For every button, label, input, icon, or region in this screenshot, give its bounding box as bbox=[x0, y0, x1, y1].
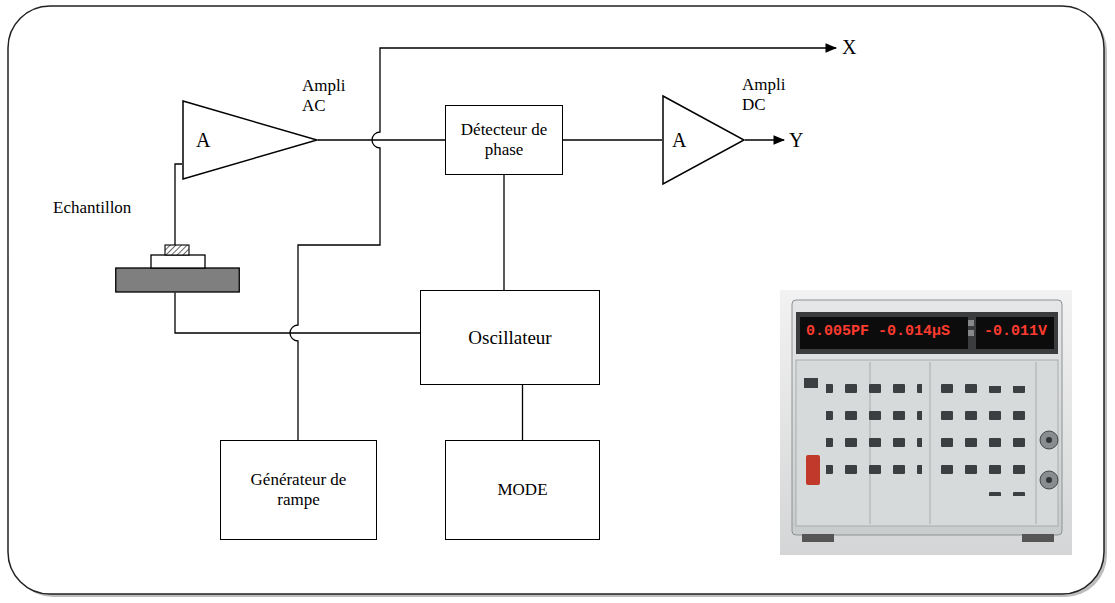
amplifier-outline bbox=[663, 96, 744, 184]
display-window bbox=[976, 317, 1054, 349]
text-holder: Ampli DC bbox=[742, 75, 794, 114]
box-label: Oscillateur bbox=[468, 327, 551, 349]
panel-divider bbox=[1036, 362, 1037, 524]
amplifier-outline bbox=[183, 101, 317, 179]
instrument-foot bbox=[802, 534, 834, 542]
connector-line bbox=[175, 164, 182, 245]
output-wire bbox=[745, 139, 784, 140]
instrument-body bbox=[792, 300, 1062, 535]
instrument-foot bbox=[1022, 534, 1054, 542]
display-reading: -0.011V bbox=[984, 323, 1047, 341]
button-grid bbox=[934, 378, 982, 488]
box-label: Générateur de rampe bbox=[231, 470, 366, 509]
panel-divider bbox=[930, 362, 931, 524]
rounded-frame bbox=[8, 6, 1104, 594]
sample-drawing bbox=[115, 243, 240, 293]
amplifier-triangle: AAmpli AC bbox=[182, 100, 318, 180]
power-switch bbox=[806, 455, 820, 485]
indicator bbox=[968, 330, 974, 336]
box-label: Détecteur de phase bbox=[456, 120, 552, 159]
amplifier-label: Ampli AC bbox=[302, 76, 364, 115]
display-reading: -0.014µS bbox=[878, 323, 950, 341]
connector-line bbox=[563, 139, 662, 140]
text-holder: A bbox=[672, 95, 706, 185]
text-holder: Echantillon bbox=[53, 198, 131, 218]
indicator bbox=[968, 320, 974, 326]
photo-ground bbox=[780, 290, 1072, 555]
amplifier-label: Ampli DC bbox=[742, 75, 794, 114]
amplifier-triangle: AAmpli DC bbox=[662, 95, 745, 185]
text-holder: Ampli AC bbox=[302, 76, 364, 115]
process-box: Générateur de rampe bbox=[220, 440, 377, 540]
bnc-pin bbox=[1046, 477, 1052, 483]
connector-line bbox=[318, 139, 445, 140]
analyzer-photo bbox=[780, 290, 1072, 555]
label-holder: X bbox=[842, 35, 856, 59]
display-window bbox=[800, 317, 968, 349]
button bbox=[804, 378, 818, 388]
display-band bbox=[796, 312, 1058, 354]
sample-stack: Echantillon bbox=[115, 243, 240, 293]
bnc-pin bbox=[1046, 437, 1052, 443]
display-reading: 0.005PF bbox=[806, 323, 869, 341]
sample-layer bbox=[151, 255, 205, 268]
signal-name: Y bbox=[789, 128, 803, 152]
connector-line bbox=[503, 175, 504, 290]
bnc-connector bbox=[1040, 471, 1058, 489]
front-panel bbox=[796, 360, 1058, 526]
label-holder: -0.011V bbox=[984, 323, 1047, 341]
ramp-wire bbox=[290, 48, 836, 440]
process-box: MODE bbox=[445, 440, 600, 540]
button-grid bbox=[826, 378, 922, 488]
sample-label: Echantillon bbox=[53, 198, 131, 218]
signal-name: X bbox=[842, 35, 856, 59]
process-box: Détecteur de phase bbox=[445, 105, 563, 175]
text-holder: A bbox=[196, 100, 236, 180]
connector-line bbox=[175, 293, 420, 334]
amplifier-symbol: A bbox=[672, 129, 686, 152]
connector-line bbox=[522, 385, 523, 440]
label-holder: Y bbox=[789, 128, 803, 152]
substrate-slab bbox=[116, 268, 240, 292]
label-holder: 0.005PF bbox=[806, 323, 869, 341]
bnc-connector bbox=[1040, 431, 1058, 449]
amplifier-symbol: A bbox=[196, 129, 210, 152]
button-grid bbox=[984, 386, 1034, 496]
label-holder: -0.014µS bbox=[878, 323, 950, 341]
process-box: Oscillateur bbox=[420, 290, 600, 385]
contact-pad bbox=[165, 245, 189, 255]
box-label: MODE bbox=[497, 480, 547, 500]
